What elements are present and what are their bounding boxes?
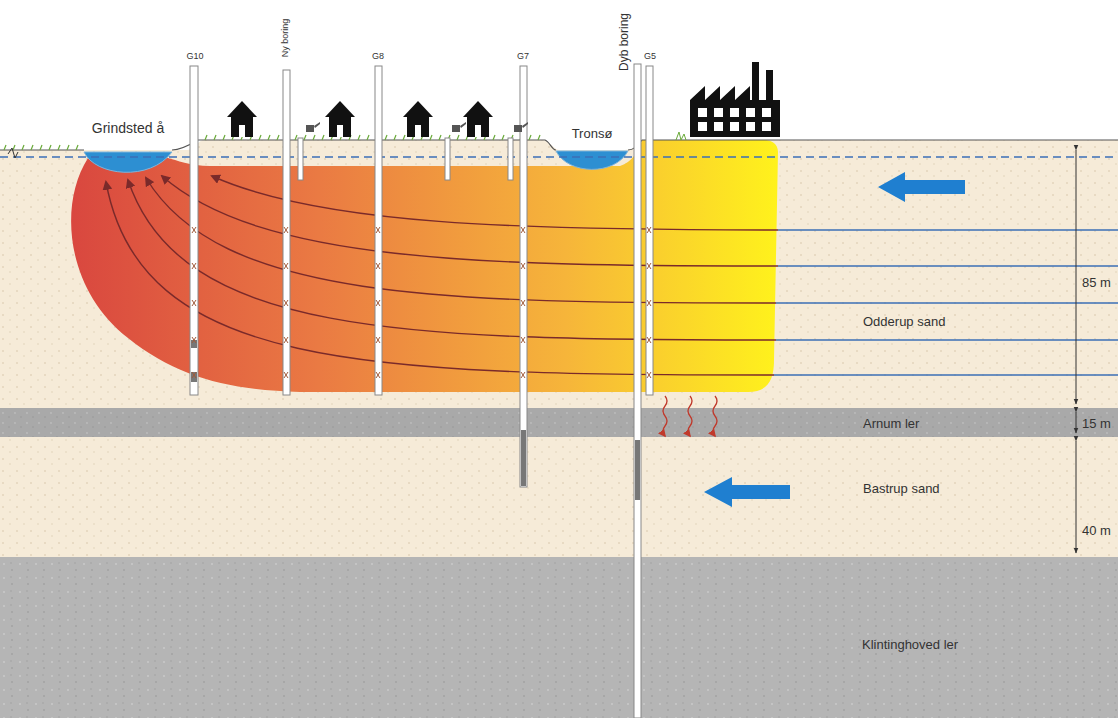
- stream-name: Grindsted å: [92, 121, 164, 136]
- layer-name: Bastrup sand: [863, 482, 940, 496]
- layer-name: Odderup sand: [863, 315, 945, 329]
- well-id: G7: [517, 52, 529, 62]
- well-id: G10: [186, 52, 203, 62]
- layer-band: Bastrup sand: [0, 437, 1118, 557]
- dimension: 85 m: [1082, 276, 1111, 290]
- dimension: 40 m: [1082, 524, 1111, 538]
- well-id: Ny boring: [281, 19, 291, 58]
- layer-band: Arnum ler: [0, 408, 1118, 437]
- layer-name: Klintinghoved ler: [862, 638, 958, 652]
- well-id: Dyb boring: [618, 13, 631, 71]
- layer-band: Klintinghoved ler: [0, 557, 1118, 718]
- dimension: 15 m: [1082, 417, 1111, 431]
- layer-name: Arnum ler: [863, 417, 919, 431]
- well-id: G5: [644, 52, 656, 62]
- layer-band: Odderup sand: [0, 140, 1118, 408]
- well-id: G8: [372, 52, 384, 62]
- lake-name: Tronsø: [572, 127, 613, 141]
